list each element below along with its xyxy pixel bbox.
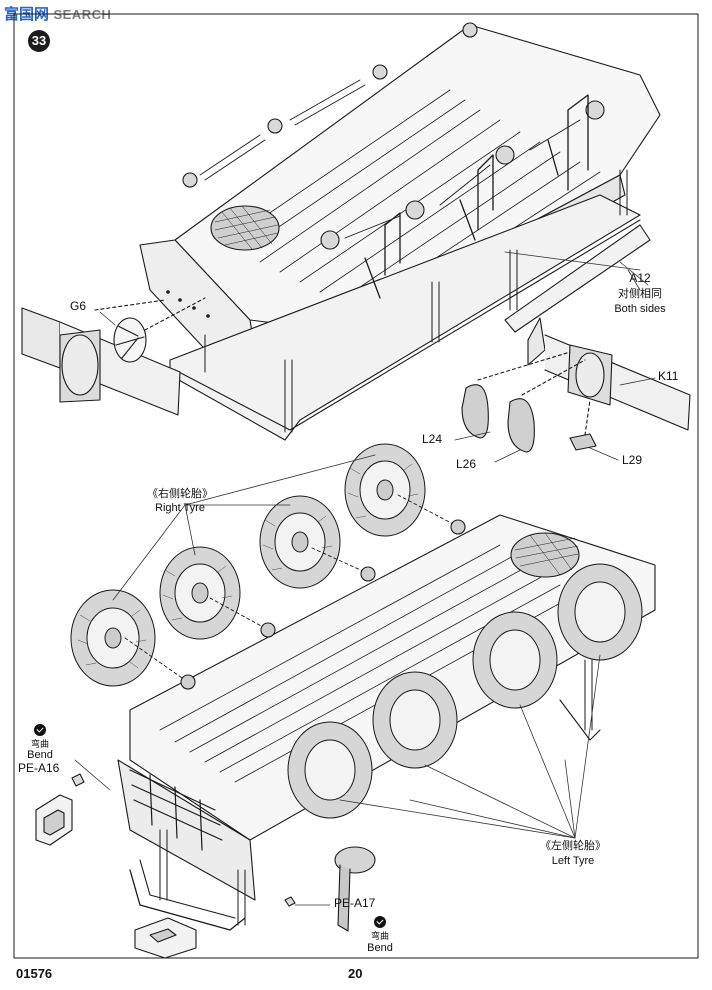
left-tyre-label-cn: 《左侧轮胎》: [540, 840, 606, 852]
bend-check-icon: [374, 916, 386, 928]
bend-check-icon: [34, 724, 46, 736]
part-label-g6: G6: [70, 299, 87, 313]
bend-label-en-a17: Bend: [367, 942, 393, 954]
bend-label-cn-a17: 弯曲: [370, 931, 390, 941]
right-tyres: [70, 443, 426, 687]
part-note-both-sides-cn: 对侧相同: [618, 288, 662, 300]
pe-a16-detail: [35, 773, 85, 846]
step-number-badge: 33: [28, 30, 50, 52]
right-tyre-label-en: Right Tyre: [155, 502, 205, 514]
right-tyre-label-cn: 《右侧轮胎》: [147, 488, 213, 500]
bend-label-cn-a16: 弯曲: [30, 739, 50, 749]
page-number: 20: [348, 966, 363, 981]
bend-label-en-a16: Bend: [27, 749, 53, 761]
left-tyre-label-en: Left Tyre: [551, 855, 595, 867]
part-note-both-sides-en: Both sides: [614, 303, 666, 315]
part-label-a12: A12: [629, 271, 651, 285]
k11-bracket-assembly: [461, 317, 691, 453]
left-tyres: [287, 563, 643, 819]
part-label-l24: L24: [422, 432, 443, 446]
product-code: 01576: [16, 966, 53, 981]
pe-a17-detail: [134, 896, 296, 959]
g6-fan-assembly: [21, 297, 206, 416]
top-hull-assembly: [139, 22, 661, 441]
part-label-pe-a16: PE-A16: [18, 761, 60, 775]
page-frame: [13, 13, 699, 959]
part-label-l29: L29: [622, 453, 643, 467]
part-label-pe-a17: PE-A17: [334, 896, 376, 910]
part-label-l26: L26: [456, 457, 477, 471]
part-label-k11: K11: [658, 369, 679, 383]
